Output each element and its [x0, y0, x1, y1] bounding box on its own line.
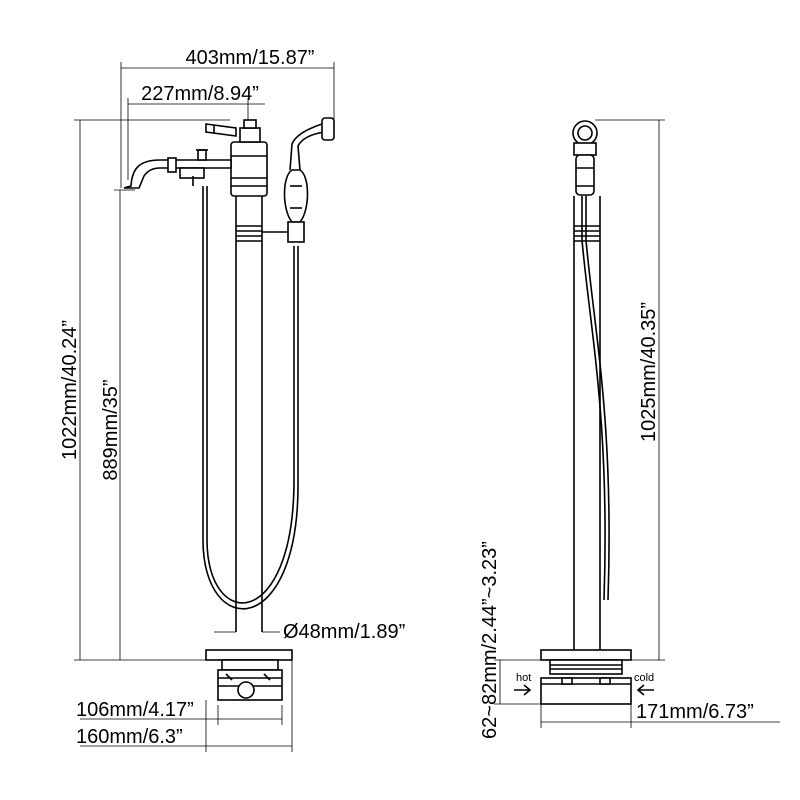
dimension-overall-width: 403mm/15.87” — [120, 47, 335, 188]
dimension-label-base-inner: 106mm/4.17” — [76, 699, 194, 721]
lever-handle — [205, 123, 237, 137]
hot-arrow-icon — [514, 684, 532, 696]
dimension-base-inner: 106mm/4.17” — [76, 699, 283, 725]
spout — [123, 149, 232, 189]
side-base — [540, 649, 632, 705]
shower-hose — [202, 186, 299, 610]
valve-body — [230, 119, 268, 197]
side-column — [573, 196, 601, 652]
dimension-label-spout-reach: 227mm/8.94” — [141, 83, 259, 105]
dimension-label-riser-height: 62~82mm/2.44”~3.23” — [479, 541, 501, 739]
dimension-spout-height: 889mm/35” — [100, 189, 135, 660]
dimension-side-base-width: 171mm/6.73” — [540, 701, 780, 728]
hot-inlet-label: hot — [514, 672, 532, 696]
cold-label: cold — [634, 672, 654, 684]
dimension-label-overall-width: 403mm/15.87” — [186, 47, 315, 69]
dimension-label-total-height-front: 1022mm/40.24” — [59, 320, 81, 460]
dimension-label-column-diameter: Ø48mm/1.89” — [283, 621, 405, 643]
dimension-total-height-side: 1025mm/40.35” — [595, 119, 665, 661]
dimension-label-base-outer: 160mm/6.3” — [76, 726, 183, 748]
front-view: 403mm/15.87” 227mm/8.94” 1022mm/40.24” 8… — [59, 47, 405, 752]
dimension-riser-height: 62~82mm/2.44”~3.23” — [479, 541, 541, 739]
dimension-total-height-front: 1022mm/40.24” — [59, 119, 230, 661]
cold-arrow-icon — [636, 684, 654, 696]
cold-inlet-label: cold — [634, 672, 654, 696]
dimension-spout-reach: 227mm/8.94” — [127, 83, 265, 180]
dimension-label-spout-height: 889mm/35” — [100, 379, 122, 480]
dimension-base-outer: 160mm/6.3” — [76, 660, 293, 752]
dimension-column-diameter: Ø48mm/1.89” — [214, 621, 405, 643]
faucet-column — [235, 196, 263, 632]
dimension-label-side-base-width: 171mm/6.73” — [636, 701, 754, 723]
dimension-label-total-height-side: 1025mm/40.35” — [638, 302, 660, 442]
side-head — [572, 120, 598, 196]
front-base — [205, 649, 293, 701]
side-hose — [581, 196, 606, 601]
hot-label: hot — [516, 672, 531, 684]
side-view: 1025mm/40.35” — [479, 119, 780, 739]
handshower — [262, 117, 335, 243]
